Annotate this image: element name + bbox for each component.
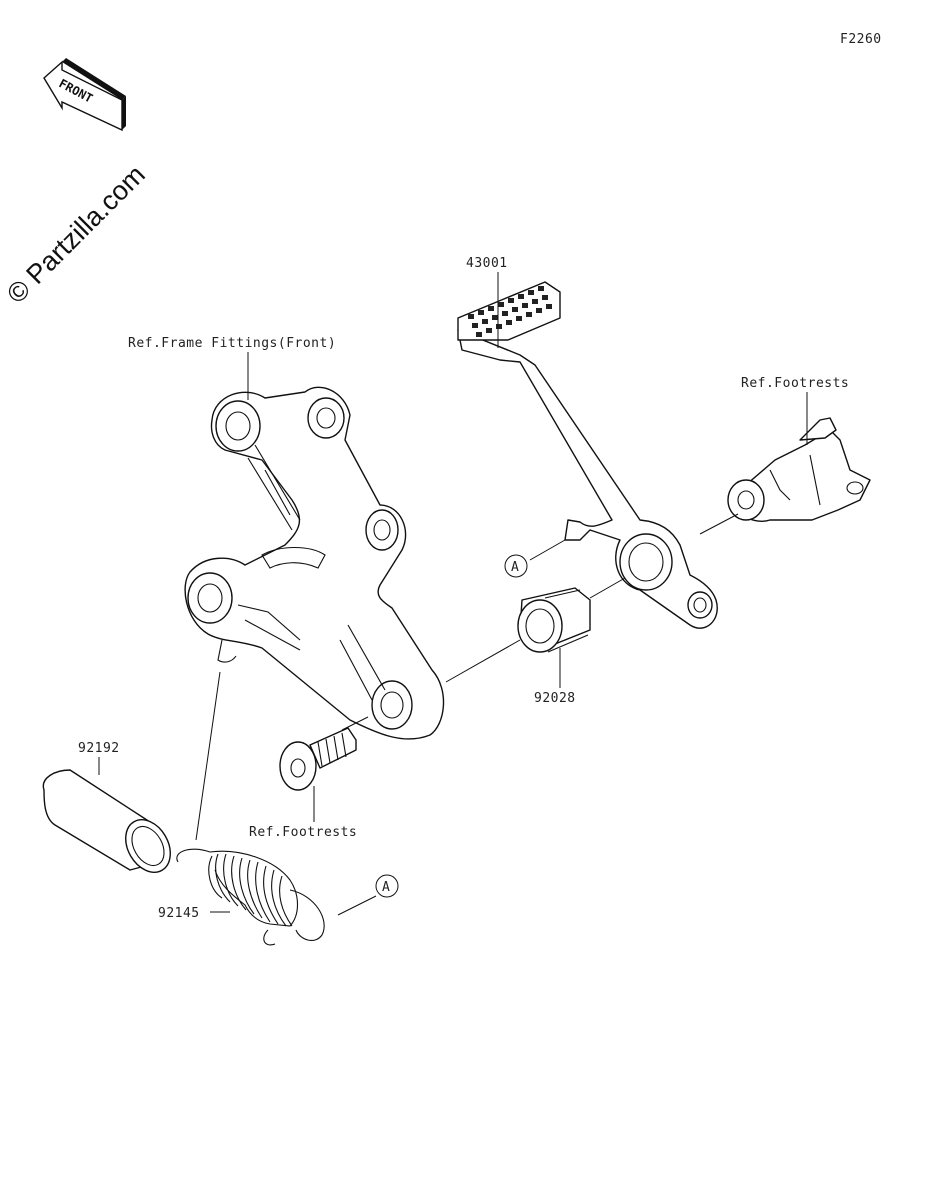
svg-text:A: A bbox=[382, 880, 390, 895]
diagram-code: F2260 bbox=[840, 32, 882, 47]
label-43001: 43001 bbox=[466, 256, 508, 271]
frame-fitting-bracket bbox=[184, 386, 445, 740]
watermark: © Partzilla.com bbox=[1, 159, 151, 309]
svg-text:A: A bbox=[511, 560, 519, 575]
marker-a-lower: A bbox=[375, 874, 399, 898]
pedal-pad-grip bbox=[468, 286, 552, 337]
leader-lines bbox=[98, 272, 808, 916]
label-92145: 92145 bbox=[158, 906, 200, 921]
label-footrests-ref-top: Ref.Footrests bbox=[741, 376, 849, 391]
collar-92192 bbox=[42, 769, 171, 873]
front-arrow-icon: FRONT bbox=[43, 58, 126, 132]
spring-92145 bbox=[176, 848, 325, 946]
marker-a-upper: A bbox=[504, 554, 528, 578]
label-frame-ref: Ref.Frame Fittings(Front) bbox=[128, 336, 336, 351]
label-92028: 92028 bbox=[534, 691, 576, 706]
pivot-bolt bbox=[279, 727, 357, 791]
bushing-92028 bbox=[517, 587, 591, 653]
label-92192: 92192 bbox=[78, 741, 120, 756]
label-footrests-ref-bottom: Ref.Footrests bbox=[249, 825, 357, 840]
brake-pedal bbox=[457, 281, 718, 629]
footrest-bracket-right bbox=[727, 417, 871, 522]
